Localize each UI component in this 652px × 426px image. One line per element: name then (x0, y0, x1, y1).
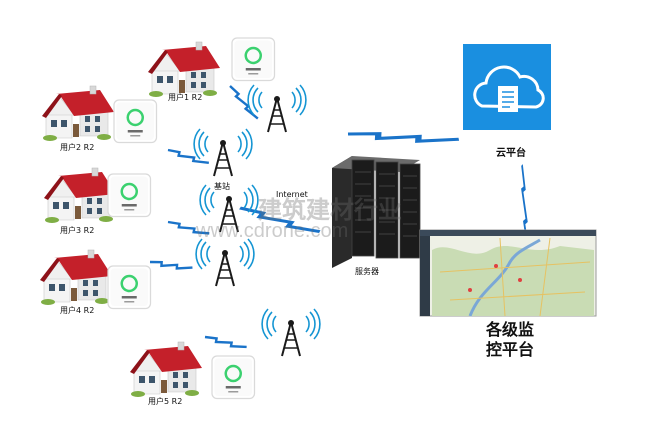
server-label: 服务器 (355, 267, 379, 276)
base-station-label: 基站 (214, 182, 230, 191)
map-monitor-icon (419, 229, 597, 317)
antenna-tower-icon (193, 84, 321, 357)
user-2-label: 用户2 R2 (60, 143, 95, 152)
user-3-label: 用户3 R2 (60, 226, 95, 235)
cloud-platform-label: 云平台 (496, 148, 526, 159)
cloud-document-icon (463, 44, 551, 130)
user-5-label: 用户5 R2 (148, 397, 183, 406)
user-1-label: 用户1 R2 (168, 93, 203, 102)
server-rack-icon (332, 156, 421, 268)
monitor-platform-label: 各级监 控平台 (478, 320, 542, 360)
user-4-label: 用户4 R2 (60, 306, 95, 315)
monitor-label-line1: 各级监 (485, 320, 534, 339)
monitor-label-line2: 控平台 (485, 340, 534, 359)
internet-label: Internet (276, 190, 308, 199)
